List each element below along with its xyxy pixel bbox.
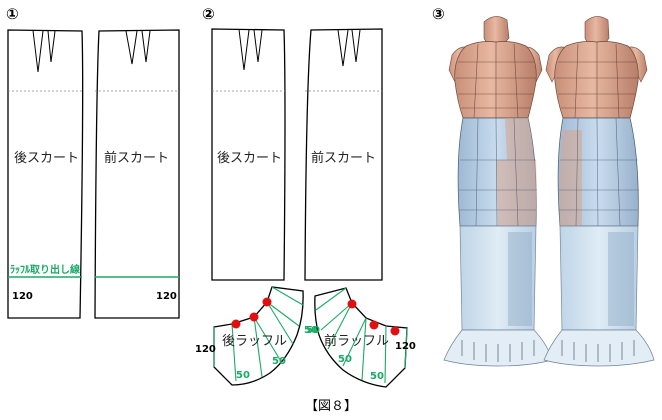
- step2-back-skirt-label: 後スカート: [217, 151, 282, 166]
- front-ruffle-slash-point: [390, 326, 400, 336]
- front-ruffle-spacing: 50: [370, 371, 384, 382]
- step1-back-length: 120: [12, 291, 33, 302]
- step2-front-skirt-label: 前スカート: [311, 150, 376, 166]
- back-ruffle-slash-point: [262, 297, 272, 307]
- step-1-marker: ①: [6, 5, 19, 23]
- front-ruffle-fan: 前ラッフル 120 50 50 50: [306, 287, 416, 388]
- back-ruffle-spacing: 50: [272, 356, 286, 367]
- step1-front-skirt-pattern: 前スカート 120: [94, 29, 180, 319]
- step2-front-skirt-pattern: 前スカート: [304, 28, 383, 281]
- back-ruffle-slash-point: [231, 319, 241, 329]
- mannequin-back-view: [543, 16, 655, 367]
- front-ruffle-label: 前ラッフル: [324, 333, 389, 349]
- step2-back-skirt-pattern: 後スカート: [211, 28, 286, 281]
- front-ruffle-length: 120: [395, 341, 416, 352]
- front-ruffle-slash-point: [347, 299, 357, 309]
- ruffle-line-label: ﾗｯﾌﾙ取り出し線: [10, 263, 80, 276]
- step1-front-length: 120: [156, 291, 177, 302]
- back-ruffle-label: 後ラッフル: [222, 334, 287, 349]
- back-ruffle-fan: 後ラッフル 120 50 50 50: [195, 286, 318, 386]
- mannequin-front-view: [443, 16, 553, 367]
- step1-front-skirt-label: 前スカート: [104, 150, 169, 166]
- back-ruffle-spacing: 50: [304, 325, 318, 336]
- step-2-marker: ②: [202, 5, 215, 23]
- back-ruffle-length: 120: [195, 344, 216, 355]
- step-3-marker: ③: [432, 5, 445, 23]
- step1-back-skirt-pattern: 後スカート ﾗｯﾌﾙ取り出し線 120: [7, 29, 84, 319]
- step1-back-skirt-label: 後スカート: [14, 151, 79, 166]
- front-ruffle-spacing: 50: [338, 354, 352, 365]
- back-ruffle-spacing: 50: [236, 370, 250, 381]
- front-ruffle-slash-point: [369, 320, 379, 330]
- front-ruffle-spacing: 50: [306, 325, 320, 336]
- figure-caption: 【図８】: [305, 399, 357, 414]
- back-ruffle-slash-point: [249, 312, 259, 322]
